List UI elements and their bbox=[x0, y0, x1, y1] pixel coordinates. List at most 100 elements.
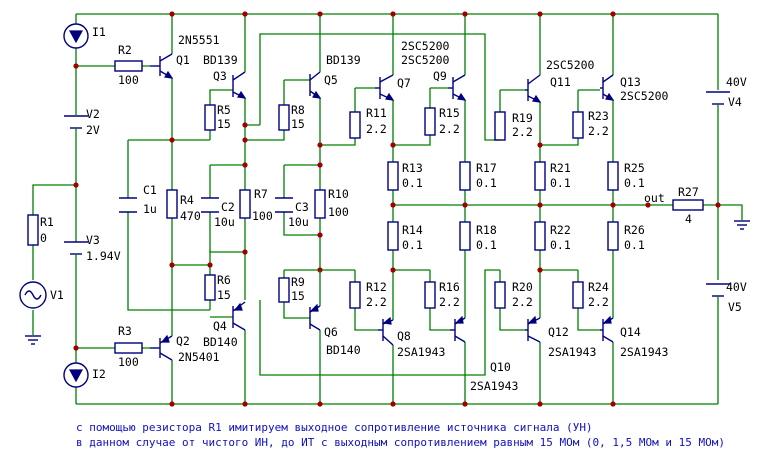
value-r20: 2.2 bbox=[512, 295, 533, 309]
part-q10: 2SA1943 bbox=[470, 379, 519, 393]
label-r20: R20 bbox=[512, 280, 533, 294]
label-r6: R6 bbox=[217, 273, 231, 287]
value-r23: 2.2 bbox=[588, 124, 609, 138]
part-q7: 2SC5200 bbox=[401, 39, 450, 53]
part-q1: 2N5551 bbox=[178, 33, 220, 47]
label-v3: V3 bbox=[86, 233, 100, 247]
part-q2: 2N5401 bbox=[178, 350, 220, 364]
transistors bbox=[150, 53, 615, 361]
part-q13: 2SC5200 bbox=[620, 89, 669, 103]
value-r1: 0 bbox=[40, 231, 47, 245]
label-r16: R16 bbox=[439, 280, 460, 294]
label-q10: Q10 bbox=[490, 360, 511, 374]
part-q14: 2SA1943 bbox=[620, 345, 669, 359]
label-r15: R15 bbox=[439, 106, 460, 120]
ground-v1 bbox=[25, 335, 41, 345]
value-v2: 2V bbox=[86, 123, 100, 137]
label-q7: Q7 bbox=[397, 76, 411, 90]
label-r27: R27 bbox=[678, 185, 699, 199]
value-r19: 2.2 bbox=[512, 125, 533, 139]
wires bbox=[32, 13, 743, 405]
value-r4: 470 bbox=[180, 209, 201, 223]
label-c3: C3 bbox=[295, 200, 309, 214]
value-c1: 1u bbox=[143, 202, 157, 216]
value-r27: 4 bbox=[685, 212, 692, 226]
label-r18: R18 bbox=[476, 223, 497, 237]
label-v5: V5 bbox=[728, 300, 742, 314]
part-q9: 2SC5200 bbox=[401, 53, 450, 67]
label-r9: R9 bbox=[291, 275, 305, 289]
label-r3: R3 bbox=[118, 324, 132, 338]
part-q3: BD139 bbox=[203, 53, 238, 67]
value-r10: 100 bbox=[328, 205, 349, 219]
label-v1: V1 bbox=[50, 288, 64, 302]
part-q11: 2SC5200 bbox=[546, 58, 595, 72]
label-i2: I2 bbox=[92, 367, 106, 381]
note-line-1: с помощью резистора R1 имитируем выходно… bbox=[76, 421, 593, 434]
battery-v5 bbox=[706, 283, 730, 302]
label-q9: Q9 bbox=[433, 69, 447, 83]
label-r26: R26 bbox=[624, 223, 645, 237]
battery-v4 bbox=[706, 91, 730, 112]
value-r6: 15 bbox=[217, 288, 231, 302]
part-q8: 2SA1943 bbox=[397, 345, 446, 359]
value-r24: 2.2 bbox=[588, 295, 609, 309]
label-r2: R2 bbox=[118, 43, 132, 57]
value-c3: 10u bbox=[288, 215, 309, 229]
label-q11: Q11 bbox=[550, 75, 571, 89]
label-r21: R21 bbox=[550, 161, 571, 175]
label-q3: Q3 bbox=[213, 69, 227, 83]
battery-v3 bbox=[64, 225, 88, 270]
label-r1: R1 bbox=[40, 215, 54, 229]
part-q12: 2SA1943 bbox=[548, 345, 597, 359]
label-v2: V2 bbox=[86, 107, 100, 121]
label-q2: Q2 bbox=[176, 334, 190, 348]
label-q6: Q6 bbox=[324, 325, 338, 339]
value-r8: 15 bbox=[291, 117, 305, 131]
label-r8: R8 bbox=[291, 103, 305, 117]
note-line-2: в данном случае от чистого ИН, до ИТ с в… bbox=[76, 436, 725, 449]
label-v4: V4 bbox=[728, 95, 742, 109]
value-r22: 0.1 bbox=[550, 238, 571, 252]
ground-out bbox=[734, 220, 750, 230]
current-source-i1 bbox=[63, 23, 89, 49]
value-v4: 40V bbox=[726, 75, 747, 89]
value-r15: 2.2 bbox=[439, 122, 460, 136]
label-q4: Q4 bbox=[213, 319, 227, 333]
signal-source-v1 bbox=[19, 281, 47, 309]
value-v5: 40V bbox=[726, 280, 747, 294]
label-r12: R12 bbox=[366, 280, 387, 294]
net-label-out: out bbox=[644, 191, 665, 205]
label-r14: R14 bbox=[402, 223, 423, 237]
label-r25: R25 bbox=[624, 161, 645, 175]
labels: I1 I2 R2 100 Q1 2N5551 Q2 2N5401 R3 100 … bbox=[40, 25, 747, 449]
label-q8: Q8 bbox=[397, 329, 411, 343]
label-r10: R10 bbox=[328, 187, 349, 201]
value-r25: 0.1 bbox=[624, 176, 645, 190]
value-r9: 15 bbox=[291, 289, 305, 303]
value-r17: 0.1 bbox=[476, 176, 497, 190]
value-r11: 2.2 bbox=[366, 122, 387, 136]
resistors bbox=[27, 60, 704, 354]
junctions bbox=[73, 11, 721, 407]
label-q1: Q1 bbox=[176, 53, 190, 67]
value-r12: 2.2 bbox=[366, 295, 387, 309]
value-r13: 0.1 bbox=[402, 176, 423, 190]
label-c1: C1 bbox=[143, 183, 157, 197]
value-r5: 15 bbox=[217, 117, 231, 131]
value-r2: 100 bbox=[118, 73, 139, 87]
label-r22: R22 bbox=[550, 223, 571, 237]
label-q5: Q5 bbox=[324, 73, 338, 87]
label-i1: I1 bbox=[92, 25, 106, 39]
battery-v2 bbox=[64, 105, 88, 145]
label-r5: R5 bbox=[217, 103, 231, 117]
value-c2: 10u bbox=[214, 215, 235, 229]
capacitors bbox=[119, 197, 293, 213]
label-r23: R23 bbox=[588, 109, 609, 123]
label-q14: Q14 bbox=[620, 325, 641, 339]
value-r18: 0.1 bbox=[476, 238, 497, 252]
part-q6: BD140 bbox=[326, 343, 361, 357]
value-r14: 0.1 bbox=[402, 238, 423, 252]
label-r4: R4 bbox=[180, 193, 194, 207]
